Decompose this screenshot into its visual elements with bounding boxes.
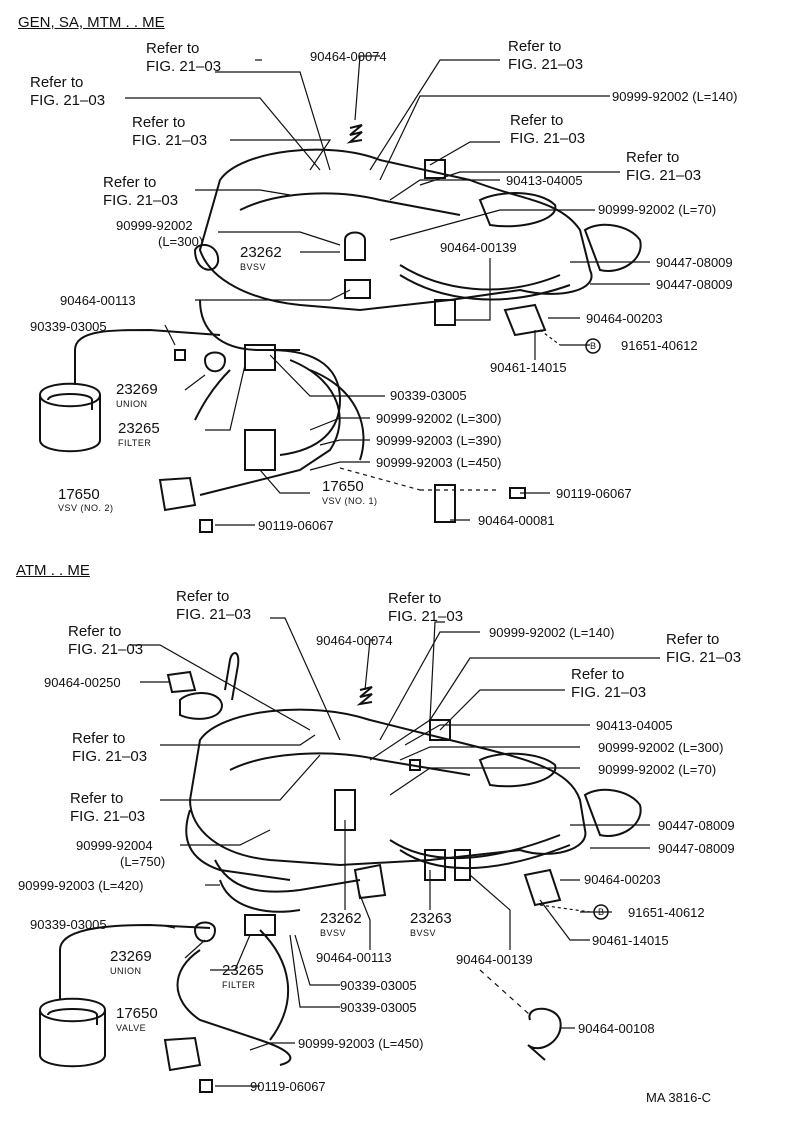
top-part-90999-92002-l300a: 90999-92002 (116, 218, 193, 233)
top-part-bvsv: BVSV (240, 262, 267, 272)
figure-code: MA 3816-C (646, 1090, 712, 1105)
top-part-90999-92002-l300b: 90999-92002 (L=300) (376, 411, 502, 426)
top-part-90464-00139: 90464-00139 (440, 240, 517, 255)
top-part-90461-14015: 90461-14015 (490, 360, 567, 375)
top-part-90999-92003-l390: 90999-92003 (L=390) (376, 433, 502, 448)
top-part-90339-03005-b: 90339-03005 (390, 388, 467, 403)
top-section-title: GEN, SA, MTM . . ME (18, 14, 165, 31)
top-part-90447-08009-a: 90447-08009 (656, 255, 733, 270)
bottom-part-90339-03005-c: 90339-03005 (340, 1000, 417, 1015)
top-leader-lines (125, 55, 650, 526)
bottom-section-title: ATM . . ME (16, 562, 90, 579)
bottom-part-90464-00108: 90464-00108 (578, 1021, 655, 1036)
bottom-part-90464-00113: 90464-00113 (316, 950, 392, 965)
top-part-90999-92002-l70: 90999-92002 (L=70) (598, 202, 717, 217)
bottom-part-90339-03005-b: 90339-03005 (340, 978, 417, 993)
top-part-90999-92003-l450: 90999-92003 (L=450) (376, 455, 502, 470)
bottom-bolt-callout-circle (593, 904, 609, 920)
top-part-vsv-no2: VSV (NO. 2) (58, 503, 114, 513)
bottom-part-90464-00203: 90464-00203 (584, 872, 661, 887)
top-part-90999-92002-l140: 90999-92002 (L=140) (612, 89, 738, 104)
bottom-part-filter: FILTER (222, 980, 256, 990)
top-part-23262: 23262 (240, 244, 282, 261)
top-part-90464-00113: 90464-00113 (60, 293, 136, 308)
bottom-part-90999-92002-l300: 90999-92002 (L=300) (598, 740, 724, 755)
bottom-part-90999-92004: 90999-92004 (76, 838, 153, 853)
bottom-part-90999-92002-l70: 90999-92002 (L=70) (598, 762, 717, 777)
bottom-band-clamp (527, 1007, 562, 1061)
bottom-part-23265: 23265 (222, 962, 264, 979)
top-part-l300a-length: (L=300) (158, 234, 204, 249)
top-part-90339-03005-a: 90339-03005 (30, 319, 107, 334)
bottom-part-90464-00250: 90464-00250 (44, 675, 121, 690)
bottom-part-bvsv-2: BVSV (410, 928, 437, 938)
bottom-part-91651-40612: 91651-40612 (628, 905, 705, 920)
top-part-23265: 23265 (118, 420, 160, 437)
bottom-part-l750-length: (L=750) (120, 854, 166, 869)
bottom-part-bvsv-1: BVSV (320, 928, 347, 938)
bottom-part-90413-04005: 90413-04005 (596, 718, 673, 733)
bottom-part-90999-92003-l450: 90999-92003 (L=450) (298, 1036, 424, 1051)
bottom-part-23269: 23269 (110, 948, 152, 965)
top-part-union: UNION (116, 399, 148, 409)
top-part-vsv-no1: VSV (NO. 1) (322, 496, 378, 506)
top-part-90464-00081: 90464-00081 (478, 513, 555, 528)
top-part-90464-00203: 90464-00203 (586, 311, 663, 326)
top-part-90447-08009-b: 90447-08009 (656, 277, 733, 292)
bottom-part-union: UNION (110, 966, 142, 976)
bottom-part-23263: 23263 (410, 910, 452, 927)
top-part-90119-06067-b: 90119-06067 (258, 518, 334, 533)
bottom-part-90999-92003-l420: 90999-92003 (L=420) (18, 878, 144, 893)
top-bolt-callout-circle (585, 338, 601, 354)
bottom-part-90464-00074: 90464-00074 (316, 633, 393, 648)
bottom-leader-lines (130, 617, 660, 1087)
bottom-part-90999-92002-l140: 90999-92002 (L=140) (489, 625, 615, 640)
top-engine-artwork (39, 124, 642, 533)
bottom-part-17650: 17650 (116, 1005, 158, 1022)
bottom-part-90119-06067: 90119-06067 (250, 1079, 326, 1094)
bottom-part-90447-08009-a: 90447-08009 (658, 818, 735, 833)
bottom-part-valve: VALVE (116, 1023, 147, 1033)
top-part-17650-vsv1: 17650 (322, 478, 364, 495)
bottom-engine-artwork (39, 652, 642, 1093)
bottom-part-90461-14015: 90461-14015 (592, 933, 669, 948)
top-part-90413-04005: 90413-04005 (506, 173, 583, 188)
top-part-91651-40612: 91651-40612 (621, 338, 698, 353)
top-part-90464-00074: 90464-00074 (310, 49, 387, 64)
bottom-part-90464-00139: 90464-00139 (456, 952, 533, 967)
bottom-part-90447-08009-b: 90447-08009 (658, 841, 735, 856)
top-part-17650-vsv2: 17650 (58, 486, 100, 503)
bottom-part-23262: 23262 (320, 910, 362, 927)
bottom-part-90339-03005-a: 90339-03005 (30, 917, 107, 932)
top-part-90119-06067-a: 90119-06067 (556, 486, 632, 501)
top-circle-b-label: B (589, 341, 596, 351)
top-part-23269: 23269 (116, 381, 158, 398)
bottom-circle-b-label: B (597, 907, 604, 917)
top-part-filter: FILTER (118, 438, 152, 448)
